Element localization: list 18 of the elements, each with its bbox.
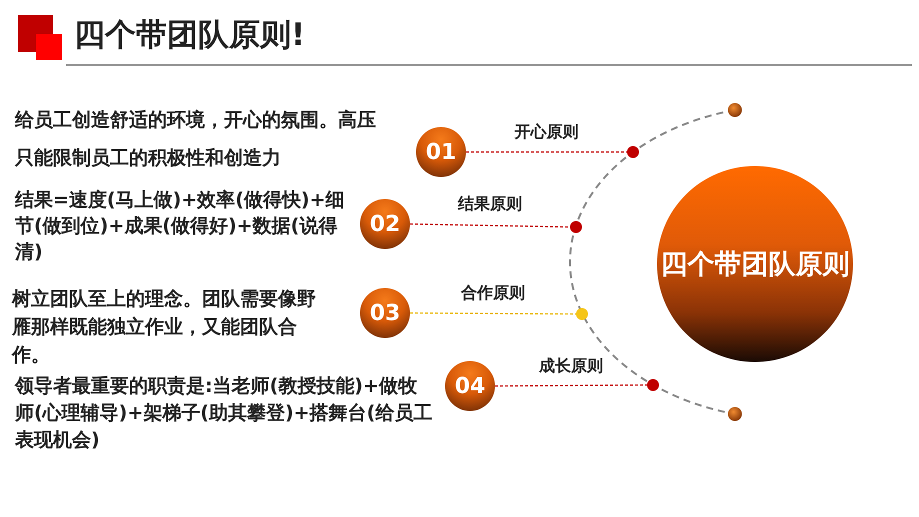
number-circle: 04 (445, 361, 495, 411)
description-text: 领导者最重要的职责是:当老师(教授技能)+做牧师(心理辅导)+架梯子(助其攀登)+搭舞台(给员工表现机会) (15, 374, 433, 453)
description-text: 结果=速度(马上做)+效率(做得快)+细节(做到位)+成果(做得好)+数据(说得清) (15, 188, 346, 265)
title: 四个带团队原则! (74, 16, 306, 55)
connector-line (410, 312, 576, 315)
dot-marker (647, 379, 660, 391)
dot-marker (576, 308, 588, 320)
number-circle: 02 (360, 199, 410, 249)
description-text: 给员工创造舒适的环境，开心的氛围。高压只能限制员工的积极性和创造力 (15, 108, 377, 171)
dot-marker (627, 146, 640, 158)
number-circle: 03 (360, 288, 410, 338)
number-circle: 01 (416, 127, 466, 177)
connector-line (495, 384, 648, 387)
center-circle: 四个带团队原则 (657, 166, 853, 362)
dot-marker (570, 221, 582, 233)
connector-line (466, 151, 628, 153)
connector-line (410, 223, 570, 228)
description-text: 树立团队至上的理念。团队需要像野雁那样既能独立作业，又能团队合作。 (12, 287, 317, 368)
